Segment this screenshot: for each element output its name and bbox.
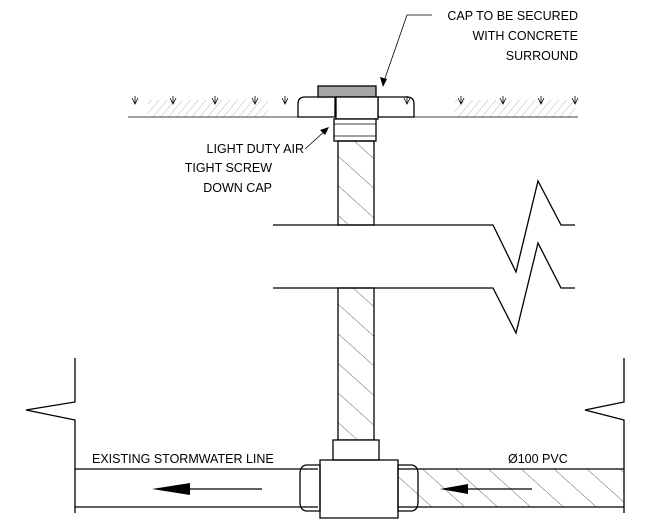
- flow-arrow-left: [152, 483, 262, 495]
- cap-note-line-1: CAP TO BE SECURED: [447, 9, 578, 23]
- annotation-cap-note: CAP TO BE SECURED WITH CONCRETE SURROUND: [447, 9, 578, 63]
- grass-tufts: [131, 96, 579, 105]
- ground-surface: [128, 96, 579, 118]
- cap-plate: [317, 85, 379, 120]
- screw-cap-line-1: LIGHT DUTY AIR: [207, 142, 304, 156]
- existing-stormwater-label: EXISTING STORMWATER LINE: [92, 452, 274, 466]
- break-lines: [273, 179, 575, 335]
- screw-cap-line-2: TIGHT SCREW: [185, 161, 272, 175]
- side-break-lines: [25, 358, 625, 513]
- screw-cap-line-3: DOWN CAP: [203, 181, 272, 195]
- cap-note-line-2: WITH CONCRETE: [472, 29, 578, 43]
- pipe-spec-label: Ø100 PVC: [508, 452, 568, 466]
- riser-pipe-lower: [337, 287, 375, 441]
- flow-arrows: [152, 483, 532, 495]
- cap-note-line-3: SURROUND: [506, 49, 578, 63]
- stormwater-pipe: [75, 468, 624, 508]
- screw-down-cap: [333, 118, 377, 142]
- annotation-screw-cap: LIGHT DUTY AIR TIGHT SCREW DOWN CAP: [185, 142, 304, 195]
- riser-pipe-upper: [337, 140, 375, 226]
- tee-junction: [299, 439, 419, 519]
- flow-arrow-right: [440, 484, 532, 494]
- leader-lines: [304, 14, 432, 150]
